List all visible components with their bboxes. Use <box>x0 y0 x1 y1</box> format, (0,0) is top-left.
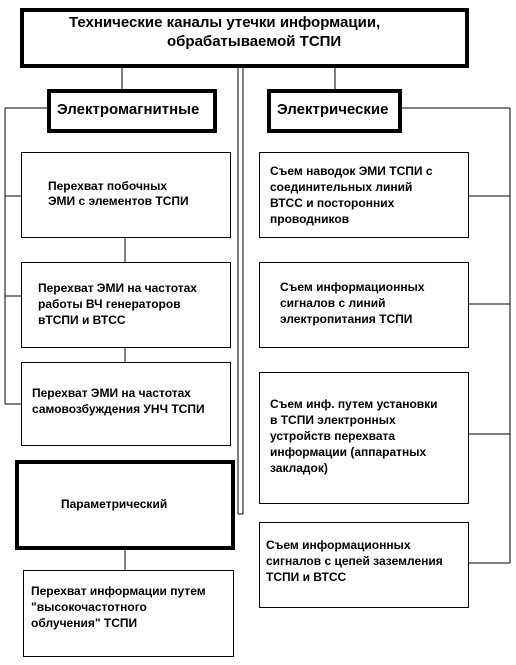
parametric-item-box <box>23 570 234 657</box>
left-item-3-line-2: самовозбуждения УНЧ ТСПИ <box>32 402 205 416</box>
parametric-header-box <box>15 460 235 550</box>
left-item-1-line-1: Перехват побочных <box>48 179 168 193</box>
right-item-3-line-2: в ТСПИ электронных <box>270 413 396 427</box>
left-item-2-line-2: работы ВЧ генераторов <box>38 297 181 311</box>
right-item-3-box <box>259 372 469 504</box>
right-item-3-line-3: устройств перехвата <box>270 429 396 443</box>
right-item-2-line-1: Съем информационных <box>280 280 425 294</box>
title-box <box>20 8 469 68</box>
title-line-1: Технические каналы утечки информации, <box>69 14 381 31</box>
electromagnetic-header-box <box>47 89 217 133</box>
left-item-3-box <box>21 362 231 446</box>
left-item-3-line-1: Перехват ЭМИ на частотах <box>32 386 191 400</box>
right-item-1-line-2: соединительных линий <box>270 180 413 194</box>
right-item-4-line-2: сигналов с цепей заземления <box>266 554 443 568</box>
right-item-1-line-3: ВТСС и посторонних <box>270 196 395 210</box>
left-item-2-line-3: вТСПИ и ВТСС <box>38 313 126 327</box>
electrical-header-box <box>267 89 402 133</box>
right-item-3-line-1: Съем инф. путем установки <box>270 397 438 411</box>
right-item-3-line-4: информации (аппаратных <box>270 445 427 459</box>
left-item-1-box <box>21 152 231 238</box>
right-item-2-line-2: сигналов с линий <box>280 296 386 310</box>
right-item-1-box <box>259 152 469 238</box>
right-item-4-box <box>259 522 469 608</box>
parametric-item-line-2: "высокочастотного <box>31 600 147 614</box>
right-item-3-line-5: закладок) <box>270 461 328 475</box>
electrical-header-label: Электрические <box>277 101 389 118</box>
parametric-item-line-3: облучения" ТСПИ <box>31 616 138 630</box>
left-item-2-line-1: Перехват ЭМИ на частотах <box>38 281 197 295</box>
right-item-2-box <box>259 262 469 348</box>
right-item-4-line-3: ТСПИ и ВТСС <box>266 570 347 584</box>
electromagnetic-header-label: Электромагнитные <box>57 101 200 118</box>
left-item-2-box <box>21 262 231 348</box>
parametric-header-label: Параметрический <box>61 497 168 511</box>
right-item-2-line-3: электропитания ТСПИ <box>280 312 413 326</box>
right-item-4-line-1: Съем информационных <box>266 538 411 552</box>
title-line-2: обрабатываемой ТСПИ <box>167 33 342 50</box>
left-item-1-line-2: ЭМИ с элементов ТСПИ <box>48 194 189 208</box>
parametric-item-line-1: Перехват информации путем <box>31 584 206 598</box>
right-item-1-line-1: Съем наводок ЭМИ ТСПИ с <box>270 164 433 178</box>
right-item-1-line-4: проводников <box>270 212 350 226</box>
